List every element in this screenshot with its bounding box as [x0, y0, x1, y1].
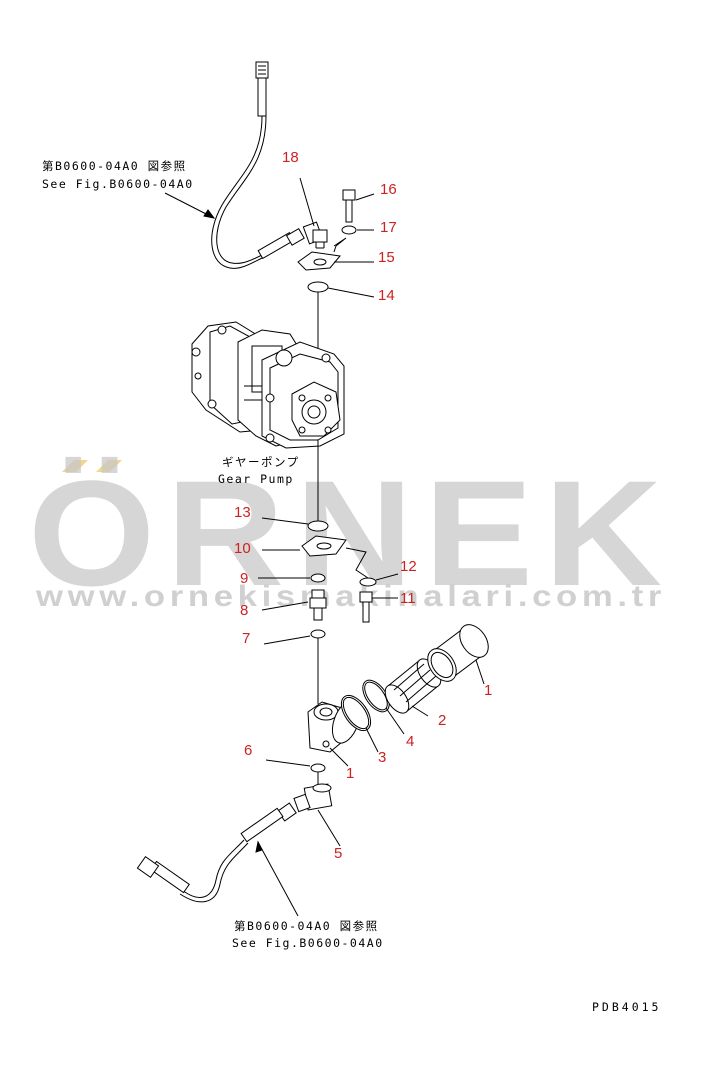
- callout-11: 11: [400, 590, 416, 607]
- lower-ref-jp: 第B0600-04A0 図参照: [234, 919, 379, 933]
- lower-hose-assembly: [136, 802, 297, 903]
- watermark-accent-left: [62, 460, 88, 472]
- o-ring-4: [362, 679, 390, 713]
- upper-ref-en: See Fig.B0600-04A0: [42, 177, 194, 191]
- callout-3: 3: [378, 749, 386, 766]
- o-ring-13: [307, 520, 329, 532]
- o-ring-14: [307, 281, 329, 293]
- watermark: ÖRNEK www.ornekismakinalari.com.tr: [28, 449, 673, 617]
- elbow-fitting-5: [293, 783, 333, 813]
- flange-10: [301, 535, 347, 557]
- lower-ref-arrow: [257, 841, 299, 917]
- flange-15: [297, 237, 374, 271]
- callout-9: 9: [240, 570, 248, 587]
- callout-6: 6: [244, 742, 252, 759]
- watermark-brand: ÖRNEK: [28, 449, 673, 617]
- drawing-code: PDB4015: [592, 1000, 661, 1014]
- lower-hose-line: [181, 839, 245, 898]
- gear-pump: [191, 321, 345, 449]
- callout-18: 18: [282, 149, 299, 166]
- fitting-8: [309, 589, 327, 621]
- o-ring-3: [340, 694, 372, 732]
- callout-13: 13: [234, 504, 251, 521]
- washer-12: [359, 577, 377, 587]
- pump-label-jp: ギヤーポンプ: [222, 455, 300, 469]
- pump-label-en: Gear Pump: [218, 472, 294, 486]
- watermark-url: www.ornekismakinalari.com.tr: [35, 580, 666, 613]
- callout-12: 12: [400, 558, 417, 575]
- watermark-accent-right: [96, 460, 122, 472]
- upper-ref-jp: 第B0600-04A0 図参照: [42, 159, 187, 173]
- washer-17: [341, 225, 357, 235]
- callout-4: 4: [406, 733, 414, 750]
- lower-ref-en: See Fig.B0600-04A0: [232, 936, 384, 950]
- upper-hose-assembly: 第B0600-04A0 図参照 See Fig.B0600-04A0: [42, 61, 305, 269]
- callout-17: 17: [380, 219, 397, 236]
- o-ring-6: [310, 763, 326, 773]
- filter-head-1: [307, 700, 361, 753]
- o-ring-9: [310, 573, 326, 583]
- bolt-11: [359, 591, 373, 623]
- callout-1-case: 1: [484, 682, 492, 699]
- callout-16: 16: [380, 181, 397, 198]
- bolt-16: [342, 189, 356, 223]
- callout-5: 5: [334, 845, 342, 862]
- callout-14: 14: [378, 287, 395, 304]
- callout-8: 8: [240, 602, 248, 619]
- callout-1-head: 1: [346, 765, 354, 782]
- upper-hose-ferrule: [257, 77, 267, 117]
- elbow-fitting-18: [302, 221, 328, 249]
- callouts: 18 16 17 15 14 13 10 9 12 8 11 7 1 2 4 3…: [234, 149, 492, 862]
- callout-10: 10: [234, 540, 251, 557]
- upper-hose-line: [211, 115, 263, 269]
- upper-hose-lower-nut: [285, 227, 305, 246]
- filter-case-1: [427, 624, 489, 682]
- filter-element-2: [384, 658, 442, 714]
- callout-7: 7: [242, 630, 250, 647]
- callout-2: 2: [438, 712, 446, 729]
- callout-15: 15: [378, 249, 395, 266]
- o-ring-7: [310, 629, 326, 639]
